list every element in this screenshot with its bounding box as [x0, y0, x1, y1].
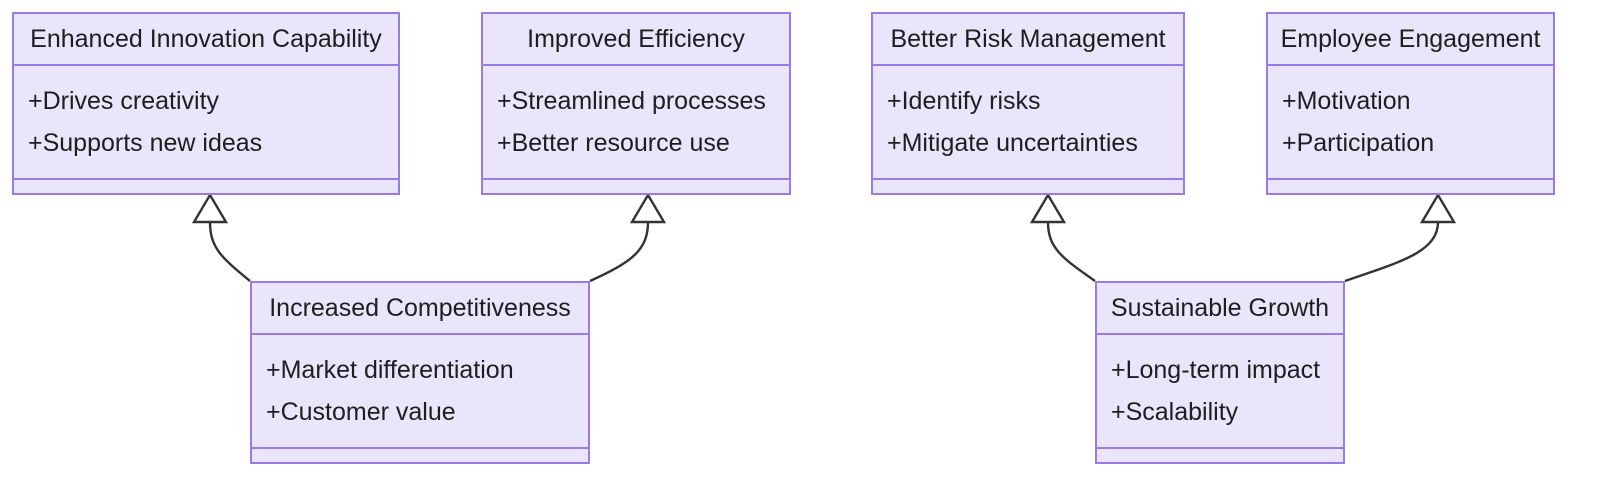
uml-class-attributes: +Long-term impact +Scalability: [1097, 335, 1343, 449]
generalization-arrowhead-risk: [1029, 192, 1067, 224]
uml-attribute: +Scalability: [1111, 398, 1239, 426]
uml-class-methods: [873, 180, 1183, 196]
uml-class-title-row: Enhanced Innovation Capability: [14, 14, 398, 66]
uml-class-methods: [14, 180, 398, 196]
uml-class-title-row: Better Risk Management: [873, 14, 1183, 66]
uml-attribute: +Market differentiation: [266, 356, 514, 384]
uml-class-methods: [1268, 180, 1553, 196]
generalization-edge-growth-to-risk: [1046, 221, 1096, 282]
uml-class-methods: [1097, 449, 1343, 465]
generalization-arrowhead-innovation: [191, 192, 229, 224]
uml-class-name: Improved Efficiency: [527, 24, 745, 53]
generalization-edge-competitiveness-to-efficiency: [589, 221, 650, 283]
uml-attribute: +Streamlined processes: [497, 87, 766, 115]
uml-class-name: Employee Engagement: [1280, 24, 1541, 53]
uml-class-name: Better Risk Management: [890, 24, 1166, 53]
uml-class-attributes: +Market differentiation +Customer value: [252, 335, 588, 449]
generalization-arrowhead-engagement: [1419, 192, 1457, 224]
uml-attribute: +Supports new ideas: [28, 129, 263, 157]
generalization-edge-competitiveness-to-innovation: [208, 221, 251, 282]
uml-attribute: +Participation: [1282, 129, 1435, 157]
uml-class-title-row: Sustainable Growth: [1097, 283, 1343, 335]
uml-class-sustainable-growth[interactable]: Sustainable Growth +Long-term impact +Sc…: [1095, 281, 1345, 464]
uml-attribute: +Motivation: [1282, 87, 1411, 115]
uml-class-title-row: Employee Engagement: [1268, 14, 1553, 66]
uml-attribute: +Mitigate uncertainties: [887, 129, 1138, 157]
uml-class-increased-competitiveness[interactable]: Increased Competitiveness +Market differ…: [250, 281, 590, 464]
generalization-arrowhead-efficiency: [629, 192, 667, 224]
uml-class-title-row: Increased Competitiveness: [252, 283, 588, 335]
generalization-edge-growth-to-engagement: [1344, 221, 1440, 283]
uml-attribute: +Better resource use: [497, 129, 730, 157]
uml-class-improved-efficiency[interactable]: Improved Efficiency +Streamlined process…: [481, 12, 791, 195]
uml-class-attributes: +Drives creativity +Supports new ideas: [14, 66, 398, 180]
uml-class-methods: [252, 449, 588, 465]
uml-class-title-row: Improved Efficiency: [483, 14, 789, 66]
uml-class-attributes: +Motivation +Participation: [1268, 66, 1553, 180]
uml-attribute: +Identify risks: [887, 87, 1041, 115]
uml-class-name: Sustainable Growth: [1110, 293, 1330, 322]
uml-class-name: Increased Competitiveness: [269, 293, 571, 322]
uml-class-employee-engagement[interactable]: Employee Engagement +Motivation +Partici…: [1266, 12, 1555, 195]
uml-class-enhanced-innovation-capability[interactable]: Enhanced Innovation Capability +Drives c…: [12, 12, 400, 195]
uml-class-name: Enhanced Innovation Capability: [30, 24, 382, 53]
uml-class-attributes: +Identify risks +Mitigate uncertainties: [873, 66, 1183, 180]
uml-class-better-risk-management[interactable]: Better Risk Management +Identify risks +…: [871, 12, 1185, 195]
uml-attribute: +Customer value: [266, 398, 456, 426]
uml-attribute: +Long-term impact: [1111, 356, 1321, 384]
uml-class-methods: [483, 180, 789, 196]
uml-attribute: +Drives creativity: [28, 87, 220, 115]
uml-class-attributes: +Streamlined processes +Better resource …: [483, 66, 789, 180]
